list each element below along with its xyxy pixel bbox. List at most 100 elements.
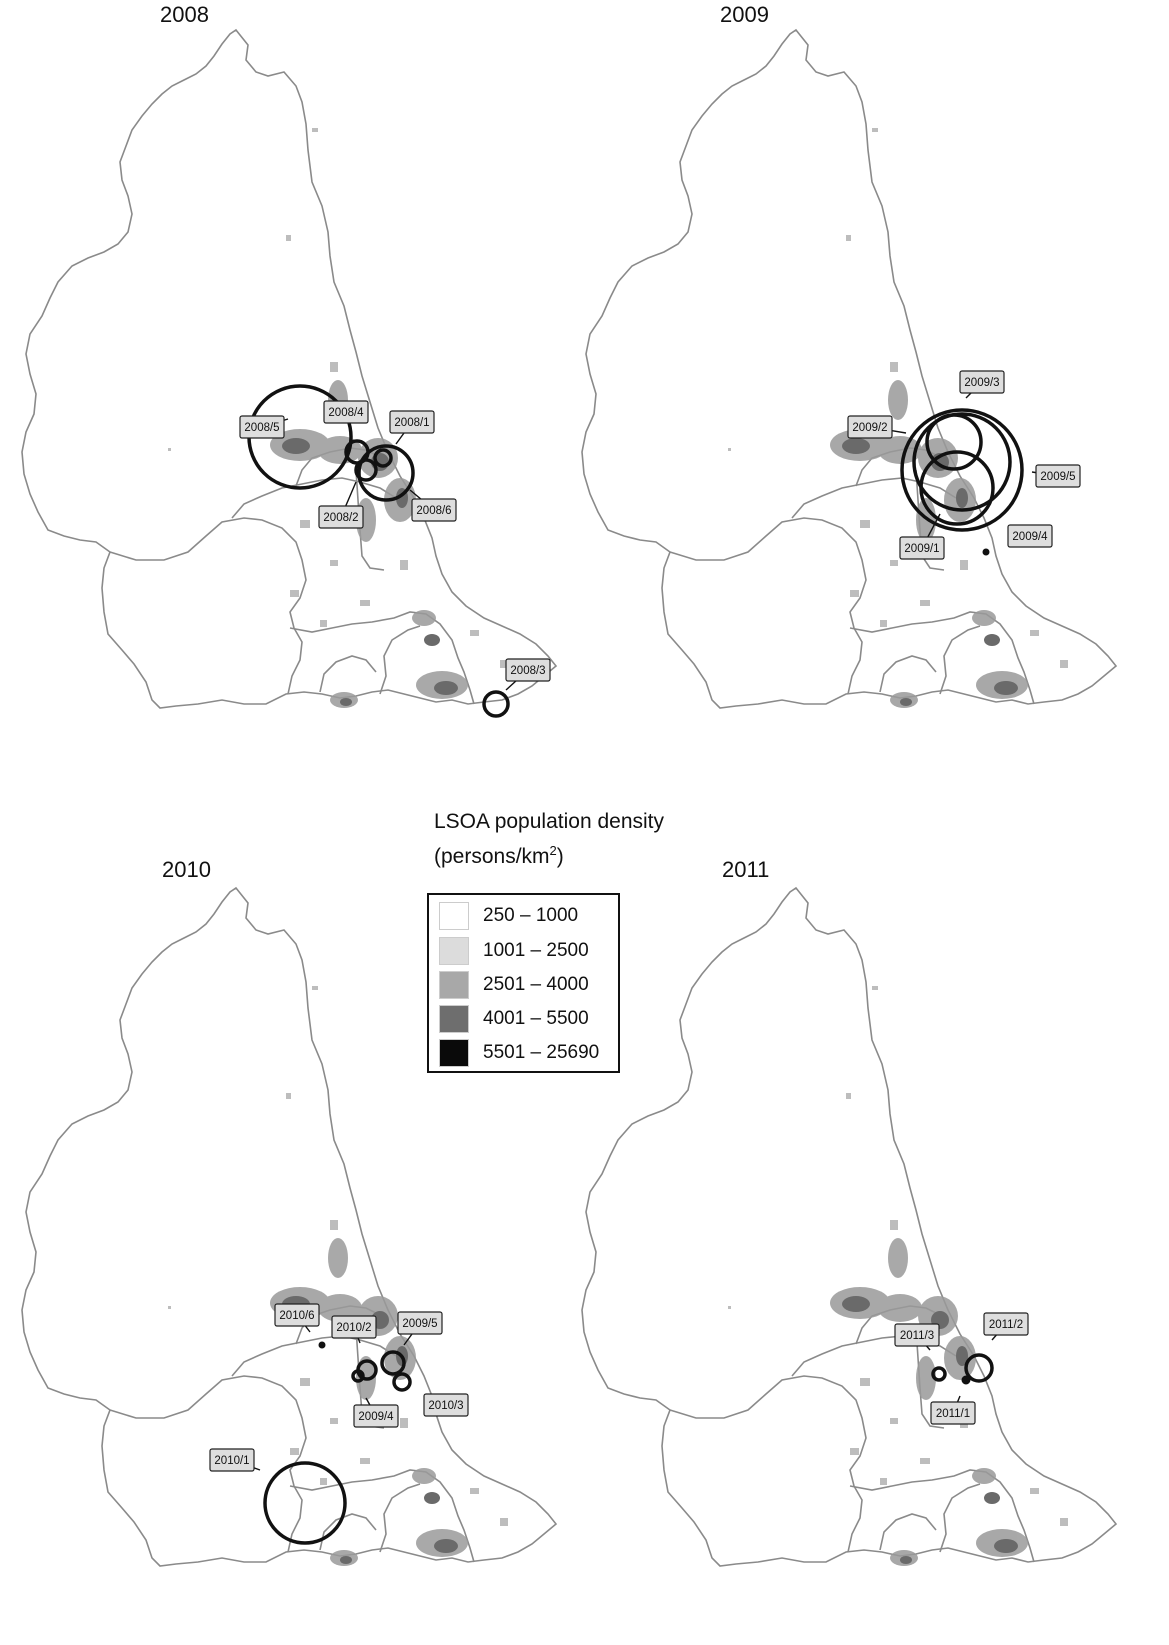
cluster-label: 2008/6: [416, 505, 451, 517]
cluster-label-box: [959, 370, 1005, 394]
cluster-label-box: [983, 1312, 1029, 1336]
cluster-label: 2009/3: [964, 377, 999, 389]
cluster-circle: [964, 1353, 994, 1383]
panel-title: 2009: [720, 2, 769, 27]
cluster-label-box: [397, 1311, 443, 1335]
incident-marker: 2009/1: [899, 450, 995, 560]
cluster-circle: [351, 1369, 365, 1383]
cluster-circle: [354, 458, 378, 482]
map-panel-2008: 2008 2008/5 2008/4 2008/1 2008/2 2008/6 2008/3: [21, 2, 557, 718]
legend-row: 4001 – 5500: [439, 1004, 589, 1034]
cluster-label-box: [239, 415, 285, 439]
legend-unit-close: ): [556, 845, 564, 868]
cluster-label-box: [318, 505, 364, 529]
legend-row: 1001 – 2500: [439, 936, 589, 966]
cluster-label: 2008/2: [323, 512, 358, 524]
incident-marker: 2009/2: [847, 412, 1012, 512]
legend-box: 250 – 1000 1001 – 2500 2501 – 4000 4001 …: [427, 893, 620, 1073]
legend-unit-superscript: 2: [549, 843, 557, 858]
cluster-label: 2008/3: [510, 665, 545, 677]
cluster-label: 2011/1: [936, 1408, 970, 1420]
cluster-label-box: [1035, 464, 1081, 488]
region-boundary: [581, 887, 1117, 1567]
map-panel-2009: 2009 2009/3 2009/2 2009/5 2009/1 2009/4: [581, 2, 1117, 709]
incident-marker: 2011/3: [894, 1323, 947, 1382]
cluster-label-box: [323, 400, 369, 424]
legend-title-line2: (persons/km2): [434, 836, 664, 871]
cluster-label: 2009/5: [1040, 471, 1075, 483]
cluster-label: 2009/4: [358, 1411, 394, 1423]
cluster-circle: [373, 448, 393, 468]
legend-swatch: [439, 1005, 469, 1033]
cluster-label-box: [209, 1448, 255, 1472]
cluster-label: 2009/4: [1012, 531, 1048, 543]
cluster-label: 2008/4: [328, 407, 364, 419]
incident-marker: 2011/1: [930, 1375, 976, 1425]
cluster-circle: [900, 408, 1024, 532]
cluster-label: 2011/2: [989, 1319, 1023, 1331]
cluster-label-box: [353, 1404, 399, 1428]
cluster-label-box: [894, 1323, 940, 1347]
incident-marker: 2008/1: [373, 410, 435, 468]
region-boundary: [581, 29, 1117, 709]
panel-title: 2011: [722, 857, 769, 882]
cluster-circle: [357, 444, 415, 502]
incident-marker: 2009/3: [925, 370, 1005, 471]
cluster-label-box: [423, 1393, 469, 1417]
cluster-label: 2009/5: [402, 1318, 437, 1330]
legend-swatch: [439, 1039, 469, 1067]
incident-marker: 2010/6: [274, 1303, 326, 1349]
panel-title: 2008: [160, 2, 209, 27]
cluster-label-box: [847, 415, 893, 439]
incident-marker: 2010/3: [392, 1372, 469, 1417]
cluster-label-box: [331, 1315, 377, 1339]
legend-row: 250 – 1000: [439, 901, 578, 931]
cluster-label-box: [274, 1303, 320, 1327]
legend-swatch: [439, 937, 469, 965]
cluster-label: 2009/1: [904, 543, 939, 555]
cluster-label-box: [411, 498, 457, 522]
cluster-circle: [263, 1461, 347, 1545]
legend-swatch: [439, 971, 469, 999]
incident-marker: 2011/2: [964, 1312, 1029, 1383]
legend-title: LSOA population density (persons/km2): [434, 807, 664, 871]
legend-unit: (persons/km: [434, 845, 550, 868]
legend-row: 5501 – 25690: [439, 1038, 599, 1068]
map-panel-2010: 2010 2010/6 2010/2 2009/5 2009/4 2010/3 2010/1: [21, 857, 557, 1567]
incident-marker: 2009/5: [380, 1311, 443, 1376]
cluster-circle: [482, 690, 510, 718]
cluster-circle: [392, 1372, 412, 1392]
legend-label: 5501 – 25690: [483, 1042, 600, 1063]
incident-marker: 2008/3: [482, 658, 551, 718]
incident-marker: 2008/5: [239, 384, 353, 490]
cluster-label: 2010/2: [336, 1322, 371, 1334]
incident-marker: 2008/2: [318, 458, 378, 529]
legend-title-line1: LSOA population density: [434, 810, 664, 833]
legend-label: 250 – 1000: [483, 905, 579, 926]
legend-label: 2501 – 4000: [483, 974, 589, 995]
incident-marker: 2009/5: [900, 408, 1081, 532]
cluster-circle: [912, 412, 1012, 512]
cluster-label: 2009/2: [852, 422, 887, 434]
incident-marker: 2009/4: [351, 1369, 399, 1428]
cluster-label-box: [899, 536, 945, 560]
map-panel-2011: 2011 2011/3 2011/2 2011/1: [581, 857, 1117, 1567]
cluster-circle: [982, 548, 990, 556]
cluster-label-box: [1007, 524, 1053, 548]
cluster-circle: [961, 1375, 971, 1385]
cluster-label: 2008/5: [244, 422, 279, 434]
cluster-label: 2011/3: [900, 1330, 934, 1342]
panel-title: 2010: [162, 857, 211, 882]
cluster-circle: [919, 450, 995, 526]
incident-marker: 2010/2: [331, 1315, 378, 1381]
cluster-circle: [931, 1366, 947, 1382]
cluster-label: 2010/3: [428, 1400, 463, 1412]
incident-marker: 2010/1: [209, 1448, 347, 1545]
region-boundary: [21, 29, 557, 709]
legend-label: 4001 – 5500: [483, 1008, 589, 1029]
legend-row: 2501 – 4000: [439, 970, 589, 1000]
cluster-label-box: [505, 658, 551, 682]
cluster-circle: [380, 1350, 406, 1376]
cluster-circle: [318, 1341, 326, 1349]
